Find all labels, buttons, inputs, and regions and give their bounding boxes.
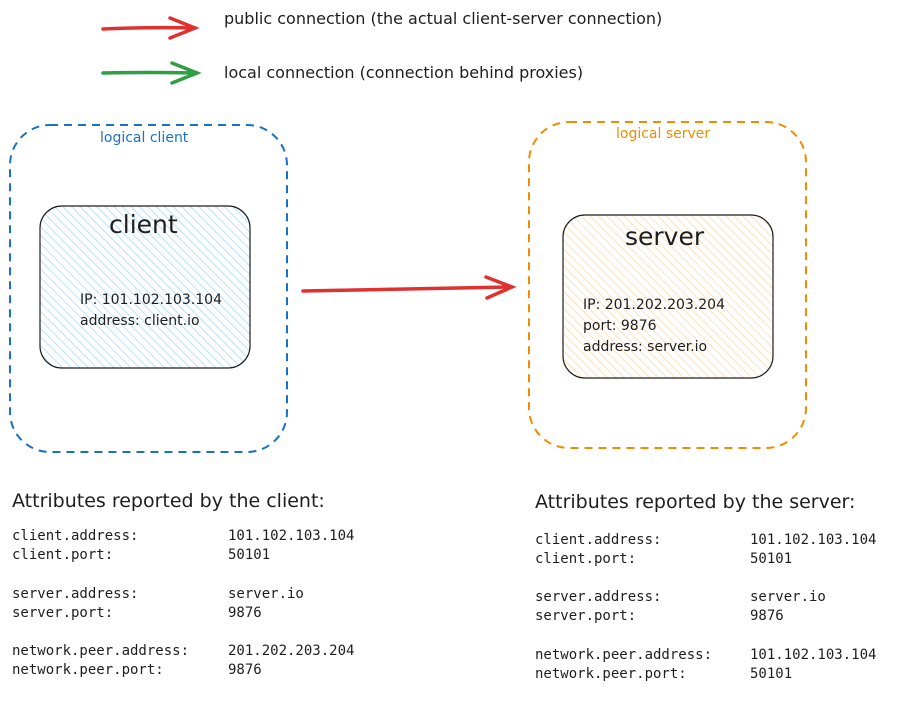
attribute-value: 9876 xyxy=(228,605,262,621)
server-title: server xyxy=(625,222,705,251)
logical-server-boundary xyxy=(528,121,807,449)
local-connection-legend-arrow xyxy=(101,61,202,85)
attribute-key: client.address: xyxy=(12,528,139,544)
attribute-value: 9876 xyxy=(750,608,784,624)
attribute-value: server.io xyxy=(228,586,304,602)
attribute-key: network.peer.port: xyxy=(12,662,164,678)
client-attributes-header: Attributes reported by the client: xyxy=(12,490,325,512)
server-port: port: 9876 xyxy=(583,318,657,334)
client-box xyxy=(39,205,251,369)
attribute-value: 101.102.103.104 xyxy=(750,647,877,663)
server-ip: IP: 201.202.203.204 xyxy=(583,297,725,313)
attribute-key: server.port: xyxy=(535,608,637,624)
logical-client-boundary xyxy=(9,124,288,453)
client-title: client xyxy=(109,210,178,239)
logical-server-label: logical server xyxy=(616,126,711,142)
attribute-value: 201.202.203.204 xyxy=(228,643,355,659)
public-connection-arrow xyxy=(301,275,517,300)
attribute-key: server.address: xyxy=(535,589,662,605)
attribute-key: server.address: xyxy=(12,586,139,602)
server-attributes-header: Attributes reported by the server: xyxy=(535,491,856,513)
server-box xyxy=(562,214,774,379)
attribute-value: 50101 xyxy=(750,666,793,682)
attribute-value: 50101 xyxy=(750,551,793,567)
attribute-key: client.port: xyxy=(12,547,114,563)
attribute-value: 101.102.103.104 xyxy=(750,532,877,548)
attribute-value: 101.102.103.104 xyxy=(228,528,355,544)
server-info: IP: 201.202.203.204 port: 9876 address: … xyxy=(583,295,725,358)
attribute-key: network.peer.port: xyxy=(535,666,687,682)
attribute-key: network.peer.address: xyxy=(535,647,713,663)
logical-client-label: logical client xyxy=(100,130,189,146)
attribute-key: client.port: xyxy=(535,551,637,567)
attribute-key: network.peer.address: xyxy=(12,643,190,659)
public-connection-legend-arrow xyxy=(101,16,200,40)
client-address: address: client.io xyxy=(80,313,200,329)
client-info: IP: 101.102.103.104 address: client.io xyxy=(80,290,222,332)
public-connection-legend-label: public connection (the actual client-ser… xyxy=(224,9,663,28)
client-ip: IP: 101.102.103.104 xyxy=(80,292,222,308)
attribute-value: 9876 xyxy=(228,662,262,678)
server-address: address: server.io xyxy=(583,339,708,355)
attribute-key: server.port: xyxy=(12,605,114,621)
attribute-key: client.address: xyxy=(535,532,662,548)
local-connection-legend-label: local connection (connection behind prox… xyxy=(224,63,584,82)
attribute-value: 50101 xyxy=(228,547,271,563)
attribute-value: server.io xyxy=(750,589,826,605)
